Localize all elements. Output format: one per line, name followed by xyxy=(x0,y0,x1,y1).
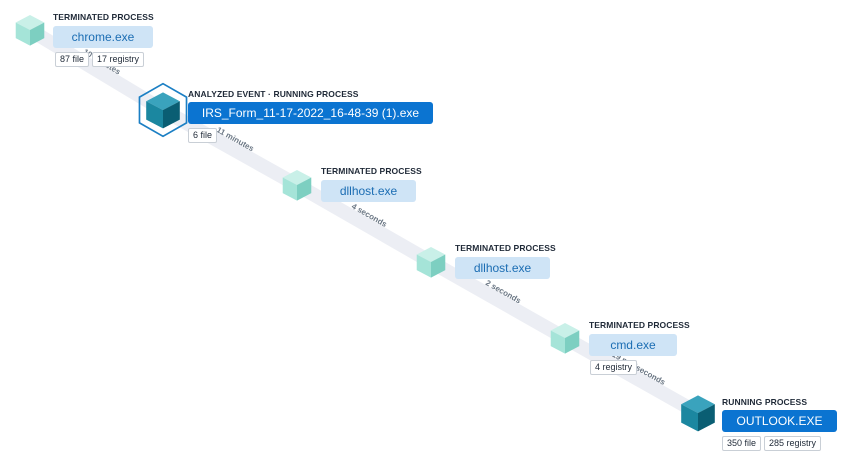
process-type-label: TERMINATED PROCESS xyxy=(589,320,690,330)
terminated-process-icon xyxy=(282,170,312,201)
process-name-button[interactable]: dllhost.exe xyxy=(455,257,550,279)
event-count-badge[interactable]: 17 registry xyxy=(92,52,145,67)
process-name-button[interactable]: IRS_Form_11-17-2022_16-48-39 (1).exe xyxy=(188,102,433,124)
process-type-label: TERMINATED PROCESS xyxy=(321,166,422,176)
running-process-icon xyxy=(146,92,180,129)
process-name-button[interactable]: dllhost.exe xyxy=(321,180,416,202)
event-count-badge[interactable]: 4 registry xyxy=(590,360,638,375)
edge-line xyxy=(558,331,705,420)
terminated-process-icon xyxy=(15,15,45,46)
process-type-label: TERMINATED PROCESS xyxy=(53,12,154,22)
event-badges: 4 registry xyxy=(590,360,638,375)
event-count-badge[interactable]: 285 registry xyxy=(764,436,822,451)
event-count-badge[interactable]: 6 file xyxy=(188,128,218,143)
process-name-button[interactable]: chrome.exe xyxy=(53,26,153,48)
running-process-icon xyxy=(681,395,715,432)
edge-line xyxy=(290,178,438,269)
edge-line xyxy=(424,255,572,345)
terminated-process-icon xyxy=(550,323,580,354)
event-count-badge[interactable]: 87 file xyxy=(55,52,90,67)
process-name-button[interactable]: cmd.exe xyxy=(589,334,677,356)
analyzed-event-ring-icon xyxy=(138,82,188,138)
event-count-badge[interactable]: 350 file xyxy=(722,436,762,451)
terminated-process-icon xyxy=(416,247,446,278)
event-badges: 6 file xyxy=(188,128,218,143)
process-type-label: ANALYZED EVENT · RUNNING PROCESS xyxy=(188,89,359,99)
process-name-button[interactable]: OUTLOOK.EXE xyxy=(722,410,837,432)
process-type-label: RUNNING PROCESS xyxy=(722,397,808,407)
edge-line xyxy=(156,103,304,192)
process-type-label: TERMINATED PROCESS xyxy=(455,243,556,253)
